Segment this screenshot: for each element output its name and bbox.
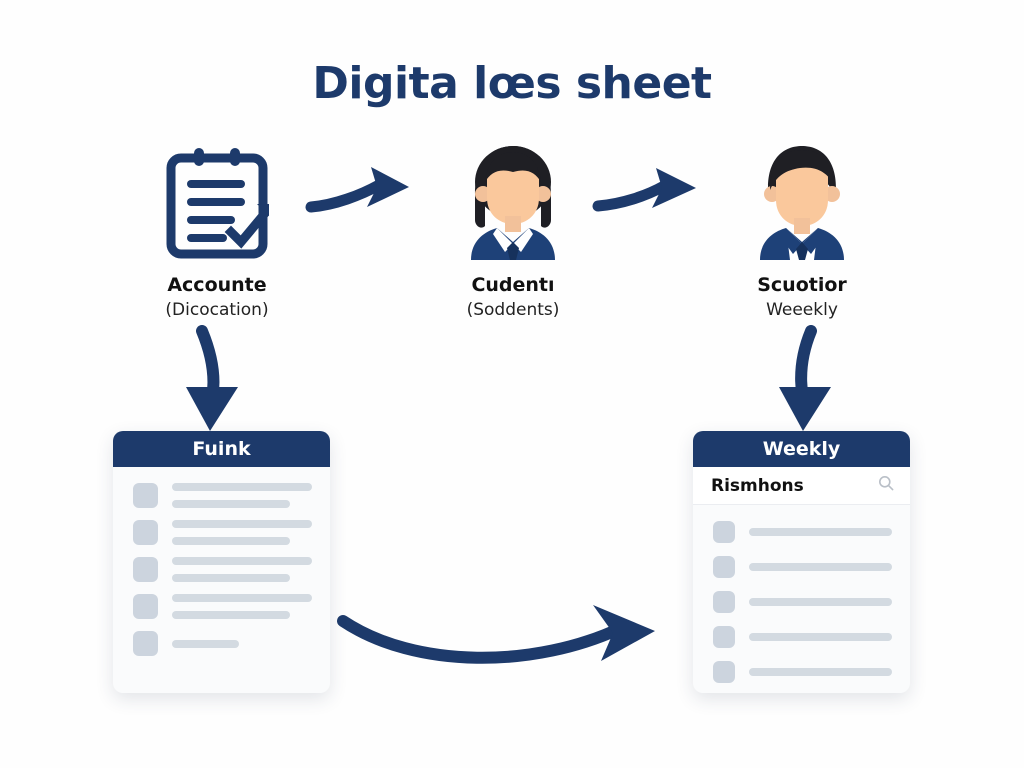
search-icon[interactable] bbox=[878, 475, 894, 496]
list-item[interactable] bbox=[713, 591, 892, 613]
list-item-text bbox=[749, 668, 892, 676]
page-title: Digita lœs sheet bbox=[312, 58, 712, 109]
node-scuotior: Scuotior Weeekly bbox=[692, 140, 912, 320]
list-item[interactable] bbox=[133, 483, 312, 508]
list-item-thumbnail bbox=[133, 594, 158, 619]
node-sublabel: Weeekly bbox=[766, 300, 838, 320]
node-cudent: Cudentı (Soddents) bbox=[403, 140, 623, 320]
node-sublabel: (Dicocation) bbox=[165, 300, 269, 320]
node-accounte: Accounte (Dicocation) bbox=[107, 140, 327, 320]
list-item-thumbnail bbox=[713, 661, 735, 683]
list-item-thumbnail bbox=[713, 591, 735, 613]
list-item-text bbox=[749, 598, 892, 606]
list-item[interactable] bbox=[713, 626, 892, 648]
node-label: Accounte bbox=[167, 274, 267, 296]
list-item[interactable] bbox=[133, 557, 312, 582]
arrow-fuink-card-to-weekly-card bbox=[335, 595, 675, 680]
list-item-thumbnail bbox=[133, 520, 158, 545]
placeholder-line bbox=[749, 563, 892, 571]
placeholder-line bbox=[172, 594, 312, 602]
placeholder-line bbox=[172, 639, 240, 648]
list-item[interactable] bbox=[713, 556, 892, 578]
arrow-teacher-to-weekly-card bbox=[755, 325, 855, 440]
list-item[interactable] bbox=[133, 520, 312, 545]
placeholder-line bbox=[172, 500, 290, 508]
placeholder-line bbox=[172, 557, 312, 565]
male-avatar-icon bbox=[692, 140, 912, 260]
card-subbar-rismhons[interactable]: Rismhons bbox=[693, 467, 910, 505]
list-item-text bbox=[749, 528, 892, 536]
list-item-text bbox=[172, 557, 312, 582]
list-item-thumbnail bbox=[713, 521, 735, 543]
arrow-clipboard-to-fuink-card bbox=[160, 325, 260, 440]
list-item[interactable] bbox=[713, 661, 892, 683]
list-item-thumbnail bbox=[133, 557, 158, 582]
card-header-weekly: Weekly bbox=[693, 431, 910, 467]
list-item[interactable] bbox=[133, 594, 312, 619]
arrow-clipboard-to-student bbox=[305, 165, 420, 235]
list-item[interactable] bbox=[133, 631, 312, 656]
placeholder-line bbox=[172, 574, 290, 582]
list-item-thumbnail bbox=[713, 556, 735, 578]
card-header-label: Weekly bbox=[762, 438, 841, 460]
node-label: Cudentı bbox=[471, 274, 555, 296]
list-item[interactable] bbox=[713, 521, 892, 543]
placeholder-line bbox=[749, 598, 892, 606]
list-item-text bbox=[172, 483, 312, 508]
list-item-thumbnail bbox=[133, 631, 158, 656]
card-header-fuink: Fuink bbox=[113, 431, 330, 467]
placeholder-line bbox=[749, 668, 892, 676]
placeholder-line bbox=[172, 537, 290, 545]
female-avatar-icon bbox=[403, 140, 623, 260]
card-fuink[interactable]: Fuink bbox=[113, 431, 330, 693]
node-sublabel: (Soddents) bbox=[466, 300, 560, 320]
list-item-text bbox=[172, 639, 312, 648]
placeholder-line bbox=[172, 520, 312, 528]
card-weekly[interactable]: Weekly Rismhons bbox=[693, 431, 910, 693]
node-label: Scuotior bbox=[757, 274, 847, 296]
list-item-thumbnail bbox=[133, 483, 158, 508]
list-item-text bbox=[749, 563, 892, 571]
clipboard-checklist-icon bbox=[107, 140, 327, 260]
placeholder-line bbox=[749, 633, 892, 641]
list-item-text bbox=[172, 594, 312, 619]
placeholder-line bbox=[749, 528, 892, 536]
arrow-student-to-teacher bbox=[592, 168, 707, 235]
list-item-text bbox=[749, 633, 892, 641]
card-body-fuink bbox=[113, 467, 330, 656]
card-body-weekly bbox=[693, 505, 910, 683]
card-subbar-label: Rismhons bbox=[711, 475, 804, 496]
list-item-text bbox=[172, 520, 312, 545]
card-header-label: Fuink bbox=[192, 438, 251, 460]
list-item-thumbnail bbox=[713, 626, 735, 648]
placeholder-line bbox=[172, 611, 290, 619]
placeholder-line bbox=[172, 483, 312, 491]
